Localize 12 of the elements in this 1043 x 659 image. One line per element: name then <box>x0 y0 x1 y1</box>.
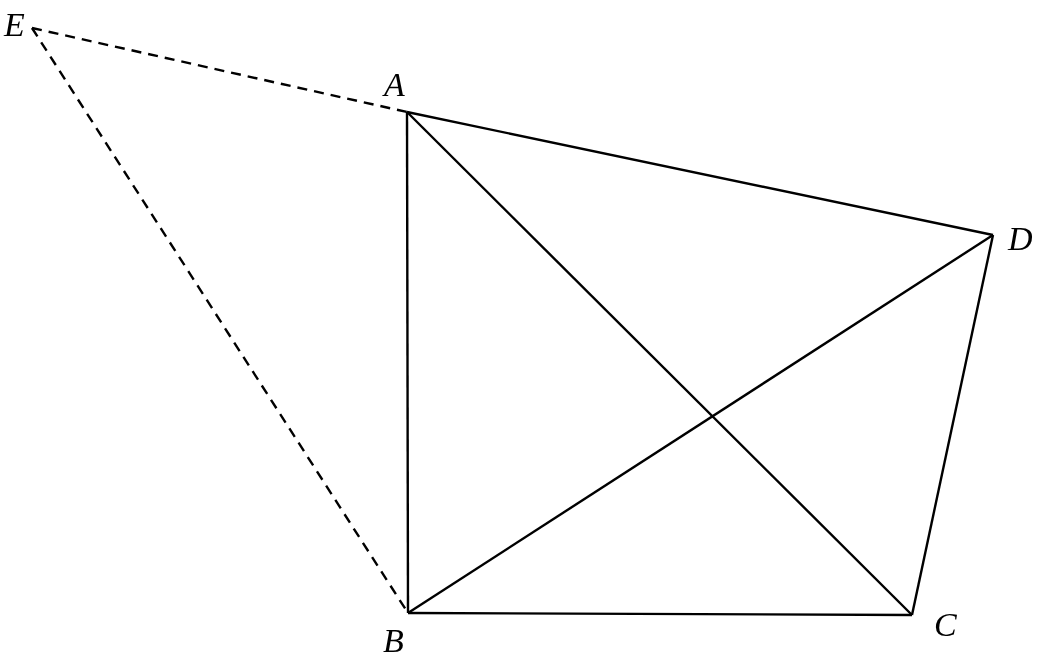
point-label: D <box>1008 222 1033 256</box>
point-label: C <box>934 608 957 642</box>
point-label: E <box>4 8 25 42</box>
point-label: A <box>384 68 405 102</box>
line-segment <box>910 234 995 616</box>
dashed-line-segment <box>31 26 408 114</box>
line-segment <box>406 111 913 616</box>
line-segment <box>406 110 994 237</box>
line-segment <box>407 234 994 614</box>
line-segment <box>408 611 912 617</box>
point-label: B <box>383 624 404 658</box>
line-segment <box>405 112 410 613</box>
